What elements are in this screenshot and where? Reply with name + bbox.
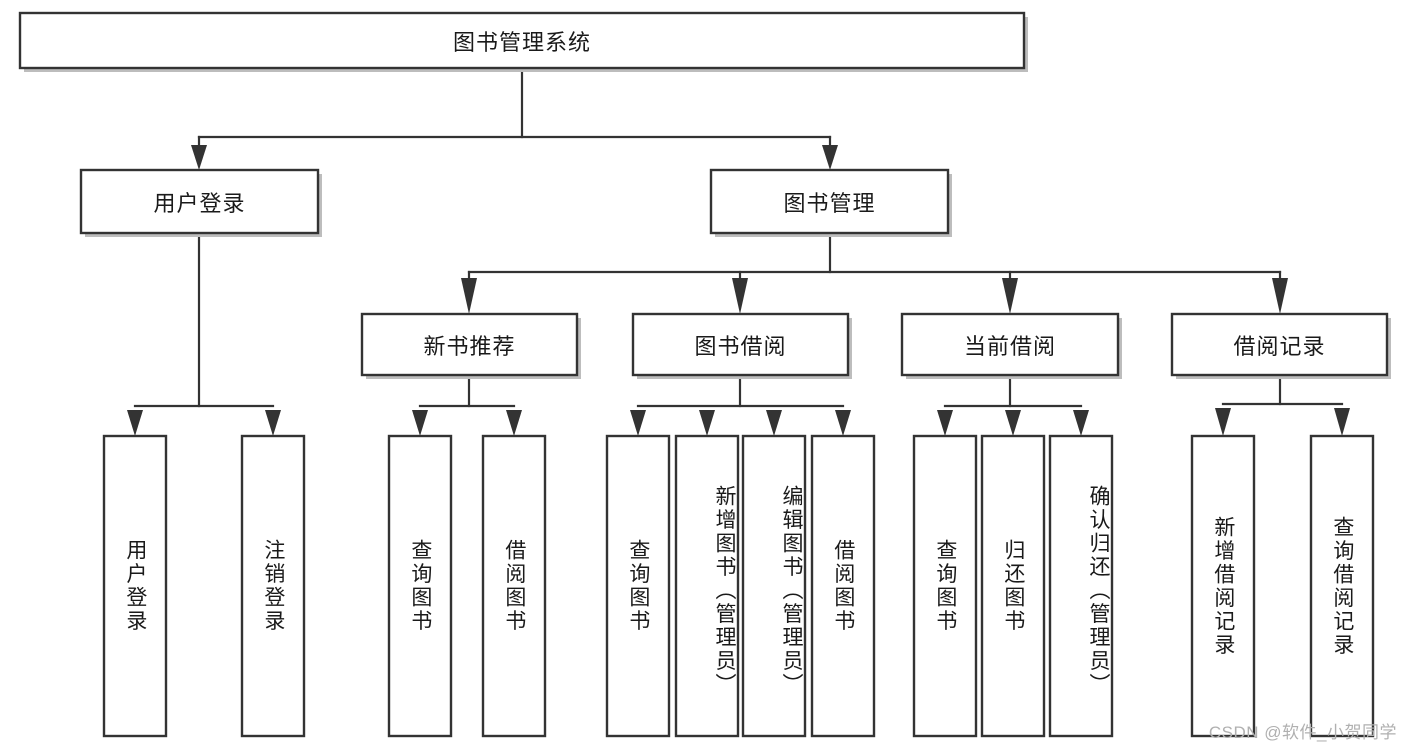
arrow-head-icon xyxy=(265,410,281,436)
node-box-leaf[interactable] xyxy=(810,434,876,738)
node-box-book-management[interactable] xyxy=(709,168,950,235)
node-box-leaf[interactable] xyxy=(1048,434,1114,738)
arrow-head-icon xyxy=(461,278,477,314)
arrow-head-icon xyxy=(766,410,782,436)
node-box-borrow-record[interactable] xyxy=(1170,312,1389,377)
arrow-head-icon xyxy=(630,410,646,436)
node-box-new-book-recommend[interactable] xyxy=(360,312,579,377)
arrow-head-icon xyxy=(191,145,207,170)
arrow-head-icon xyxy=(1215,408,1231,436)
node-box-user-login[interactable] xyxy=(79,168,320,235)
arrow-head-icon xyxy=(506,410,522,436)
edge-borrowrecord-to-leaves xyxy=(1215,373,1350,436)
node-box-root[interactable] xyxy=(18,11,1026,70)
arrow-head-icon xyxy=(412,410,428,436)
arrow-head-icon xyxy=(1002,278,1018,314)
node-box-leaf[interactable] xyxy=(481,434,547,738)
edge-bookborrow-to-leaves xyxy=(630,373,851,436)
node-boxes-group xyxy=(18,11,1391,738)
node-box-leaf[interactable] xyxy=(741,434,807,738)
edge-root-to-level2 xyxy=(191,66,838,170)
node-box-leaf[interactable] xyxy=(980,434,1046,738)
node-box-book-borrow[interactable] xyxy=(631,312,850,377)
edge-currentborrow-to-leaves xyxy=(937,373,1089,436)
node-box-leaf[interactable] xyxy=(605,434,671,738)
node-box-leaf[interactable] xyxy=(1190,434,1256,738)
node-box-leaf[interactable] xyxy=(387,434,453,738)
node-box-leaf[interactable] xyxy=(912,434,978,738)
arrow-head-icon xyxy=(1073,410,1089,436)
node-box-leaf[interactable] xyxy=(674,434,740,738)
arrow-head-icon xyxy=(127,410,143,436)
arrow-head-icon xyxy=(1005,410,1021,436)
node-box-current-borrow[interactable] xyxy=(900,312,1120,377)
arrow-head-icon xyxy=(1272,278,1288,314)
arrow-head-icon xyxy=(835,410,851,436)
arrow-head-icon xyxy=(822,145,838,170)
arrow-head-icon xyxy=(732,278,748,314)
node-box-leaf[interactable] xyxy=(102,434,168,738)
edge-bookmgmt-to-level3 xyxy=(461,231,1288,314)
node-box-leaf[interactable] xyxy=(1309,434,1375,738)
edge-userlogin-to-leaves xyxy=(127,231,281,436)
node-box-leaf[interactable] xyxy=(240,434,306,738)
edge-newbook-to-leaves xyxy=(412,373,522,436)
arrow-head-icon xyxy=(937,410,953,436)
edges-group xyxy=(127,66,1350,436)
arrow-head-icon xyxy=(699,410,715,436)
arrow-head-icon xyxy=(1334,408,1350,436)
